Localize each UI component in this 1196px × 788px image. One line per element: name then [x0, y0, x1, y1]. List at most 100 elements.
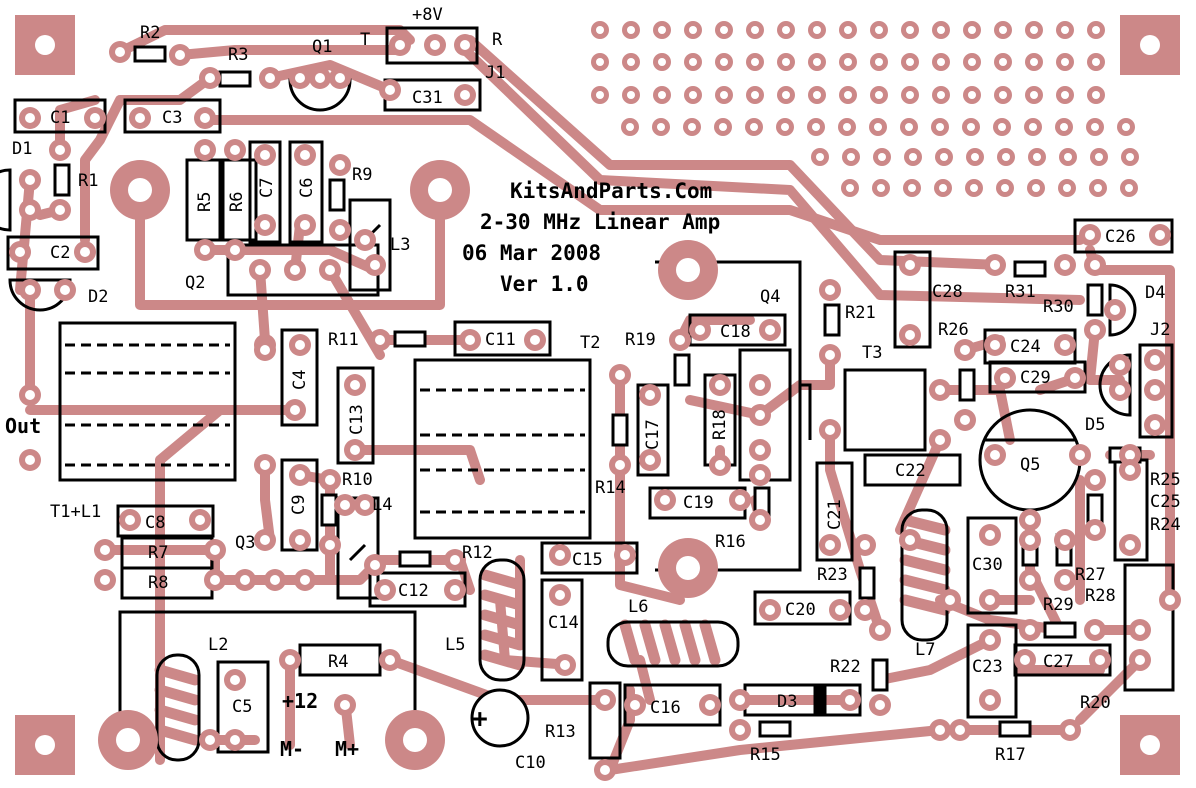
component-pad-hole	[1095, 655, 1105, 665]
proto-pad-hole	[596, 91, 604, 99]
proto-pad-hole	[998, 123, 1006, 131]
component-pad-hole	[1135, 625, 1145, 635]
resistor-body	[1086, 283, 1104, 317]
label-R9: R9	[352, 165, 372, 185]
label-C8: C8	[145, 513, 165, 533]
component-pad-hole	[560, 660, 570, 670]
component-pad-hole	[765, 325, 775, 335]
label-C5: C5	[232, 697, 252, 717]
component-pad-hole	[645, 390, 655, 400]
component-pad-hole	[1135, 655, 1145, 665]
component-pad-hole	[555, 590, 565, 600]
proto-pad-hole	[1001, 184, 1009, 192]
proto-pad-hole	[875, 58, 883, 66]
proto-pad-hole	[1030, 26, 1038, 34]
component-pad-hole	[1065, 725, 1075, 735]
title-line-3: 06 Mar 2008	[462, 241, 601, 265]
component-pad-hole	[290, 265, 300, 275]
component-pad-hole	[25, 205, 35, 215]
component-pad-hole	[1165, 595, 1175, 605]
label-L7: L7	[915, 640, 935, 660]
label-R22: R22	[830, 657, 861, 677]
label-R1: R1	[78, 171, 98, 191]
component-pad-hole	[200, 145, 210, 155]
proto-pad-hole	[846, 184, 854, 192]
label-C17: C17	[643, 419, 663, 450]
proto-pad-hole	[813, 26, 821, 34]
resistor-body	[871, 658, 889, 692]
component-pad-hole	[430, 40, 440, 50]
proto-pad-hole	[1002, 153, 1010, 161]
component-pad-hole	[260, 535, 270, 545]
inductor-windings	[154, 508, 951, 762]
component-pad-hole	[25, 113, 35, 123]
component-pad-hole	[340, 500, 350, 510]
component-pad-hole	[935, 725, 945, 735]
title-line-1: KitsAndParts.Com	[510, 179, 712, 203]
component-pad-hole	[210, 575, 220, 585]
label-m-minus: M-	[280, 737, 304, 761]
label-R25: R25	[1150, 470, 1181, 490]
component-pad-hole	[325, 265, 335, 275]
proto-pad-hole	[1125, 184, 1133, 192]
component-pad-hole	[985, 695, 995, 705]
component-pad-hole	[860, 605, 870, 615]
component-pad-hole	[735, 495, 745, 505]
component-pad-hole	[335, 73, 345, 83]
component-pad-hole	[450, 555, 460, 565]
component-pad-hole	[825, 350, 835, 360]
component-pad-hole	[755, 445, 765, 455]
label-C15: C15	[572, 550, 603, 570]
large-pad-hole	[128, 178, 152, 202]
proto-pad-hole	[720, 58, 728, 66]
label-C11: C11	[485, 330, 516, 350]
resistor-body	[823, 303, 841, 337]
component-pad-hole	[955, 725, 965, 735]
component-pad-hole	[300, 220, 310, 230]
component-pad-hole	[985, 635, 995, 645]
proto-pad-hole	[1030, 91, 1038, 99]
proto-pad-hole	[877, 184, 885, 192]
component-pad-hole	[735, 725, 745, 735]
component-pad-hole	[1125, 450, 1135, 460]
component-pad-hole	[295, 340, 305, 350]
component-pad-hole	[230, 245, 240, 255]
label-C2: C2	[50, 243, 70, 263]
label-R8: R8	[148, 573, 168, 593]
component-pad-hole	[360, 500, 370, 510]
component-pad-hole	[695, 325, 705, 335]
label-R7: R7	[148, 543, 168, 563]
component-pad-hole	[755, 380, 765, 390]
component-pad-hole	[960, 345, 970, 355]
component-pad-hole	[465, 335, 475, 345]
corner-mount-hole	[35, 735, 55, 755]
label-T1L1: T1+L1	[50, 502, 101, 522]
label-plus12: +12	[282, 689, 318, 713]
component-pad-hole	[370, 560, 380, 570]
component-pad-hole	[875, 625, 885, 635]
component-pad-hole	[135, 113, 145, 123]
proto-pad-hole	[936, 123, 944, 131]
proto-pad-hole	[1122, 123, 1130, 131]
component-pad-hole	[860, 540, 870, 550]
large-pad-hole	[116, 728, 140, 752]
component-pad-hole	[1060, 340, 1070, 350]
label-C29: C29	[1020, 368, 1051, 388]
corner-mount-hole	[1140, 35, 1160, 55]
label-R2: R2	[140, 23, 160, 43]
label-R13: R13	[545, 722, 576, 742]
component-pad-hole	[90, 113, 100, 123]
proto-pad-hole	[939, 184, 947, 192]
component-pad-hole	[600, 765, 610, 775]
component-pad-hole	[230, 735, 240, 745]
proto-pad-hole	[905, 123, 913, 131]
proto-pad-hole	[1061, 58, 1069, 66]
label-C22: C22	[895, 461, 926, 481]
resistor-body	[398, 550, 432, 568]
component-pad-hole	[825, 285, 835, 295]
proto-pad-hole	[689, 91, 697, 99]
label-C27: C27	[1043, 652, 1074, 672]
component-pad-hole	[395, 40, 405, 50]
label-C20: C20	[785, 600, 816, 620]
